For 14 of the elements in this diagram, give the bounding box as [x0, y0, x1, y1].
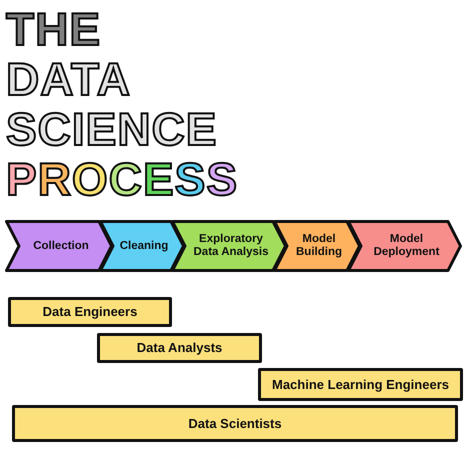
role-bar	[8, 297, 172, 327]
role-label: Data Analysts	[136, 339, 222, 358]
role-label: Data Scientists	[188, 414, 282, 433]
step-label: Collection	[33, 240, 89, 252]
role-bar	[12, 405, 458, 442]
step-label: Exploratory Data Analysis	[192, 233, 270, 259]
title-heading: THE DATA SCIENCE PROCESS	[6, 4, 238, 204]
step-label: Model Building	[295, 233, 343, 259]
role-label: Machine Learning Engineers	[272, 376, 449, 394]
role-label: Data Engineers	[42, 303, 138, 322]
step-label: Cleaning	[120, 240, 168, 252]
role-bar	[97, 333, 262, 363]
step-label: Model Deployment	[372, 233, 440, 259]
role-bar	[258, 368, 463, 401]
